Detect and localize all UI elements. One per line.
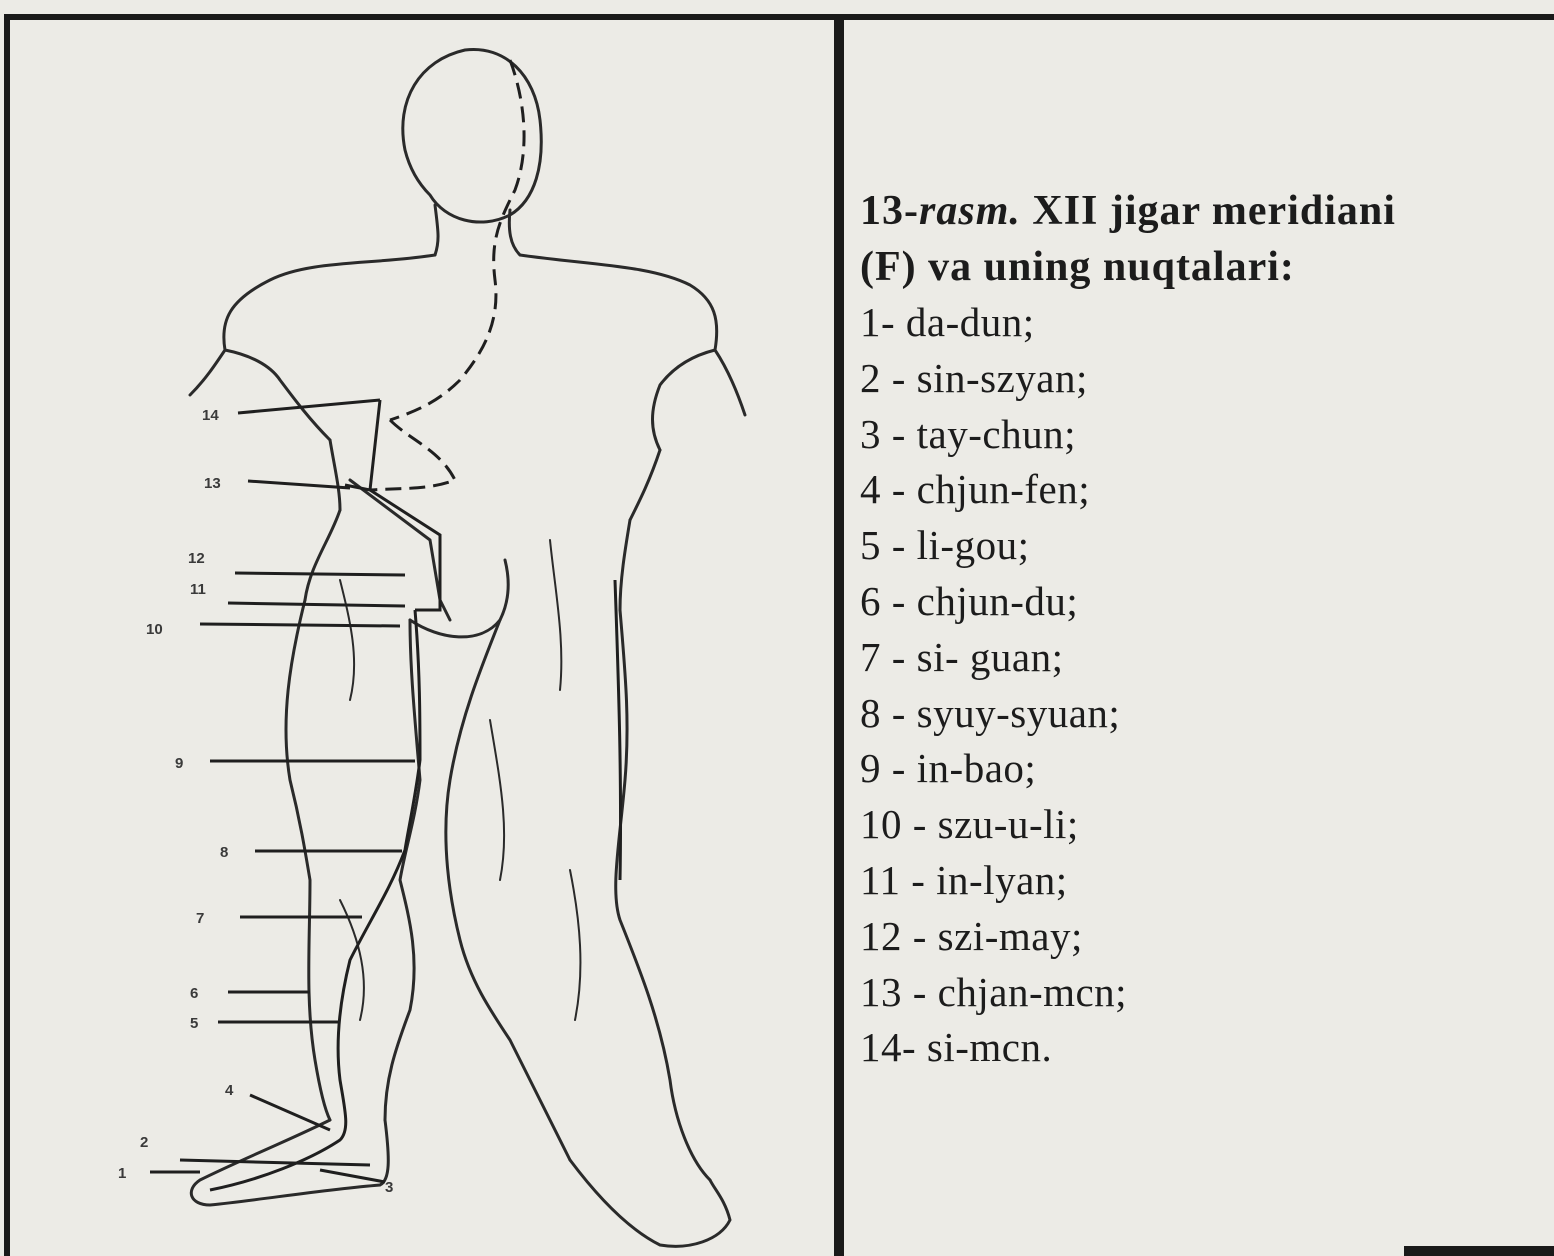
figure-label: 14 (202, 407, 219, 424)
figure-label: 3 (385, 1179, 393, 1196)
list-item: 11 - in-lyan; (860, 853, 1540, 909)
figure-label: 13 (204, 475, 221, 492)
caption-title: 13-rasm. XII jigar meridiani (860, 183, 1540, 239)
point-list: 1- da-dun; 2 - sin-szyan; 3 - tay-chun; … (860, 295, 1540, 1076)
figure-label: 12 (188, 550, 205, 567)
list-item: 6 - chjun-du; (860, 574, 1540, 630)
caption-subtitle: (F) va uning nuqtalari: (860, 239, 1540, 295)
list-item: 8 - syuy-syuan; (860, 686, 1540, 742)
list-item: 12 - szi-may; (860, 909, 1540, 965)
list-item: 4 - chjun-fen; (860, 462, 1540, 518)
list-item: 2 - sin-szyan; (860, 351, 1540, 407)
column-divider (834, 14, 844, 1256)
human-figure-drawing: 14 13 12 11 10 9 8 7 6 5 4 2 1 3 (10, 20, 834, 1256)
meridian-illustration: 14 13 12 11 10 9 8 7 6 5 4 2 1 3 (10, 20, 834, 1256)
figure-label: 7 (196, 910, 204, 927)
figure-label: 10 (146, 621, 163, 638)
figure-label: 9 (175, 755, 183, 772)
list-item: 1- da-dun; (860, 295, 1540, 351)
figure-number: 13- (860, 188, 919, 234)
list-item: 13 - chjan-mcn; (860, 965, 1540, 1021)
list-item: 9 - in-bao; (860, 741, 1540, 797)
figure-label: 6 (190, 985, 198, 1002)
list-item: 7 - si- guan; (860, 630, 1540, 686)
figure-label: 2 (140, 1134, 148, 1151)
page-corner-mark (1404, 1246, 1554, 1256)
figure-caption: 13-rasm. XII jigar meridiani (F) va unin… (860, 183, 1540, 1076)
list-item: 10 - szu-u-li; (860, 797, 1540, 853)
figure-label: 11 (190, 581, 206, 598)
list-item: 14- si-mcn. (860, 1020, 1540, 1076)
list-item: 5 - li-gou; (860, 518, 1540, 574)
figure-label: 4 (225, 1082, 234, 1099)
figure-label: 5 (190, 1015, 198, 1032)
figure-word: rasm. (919, 188, 1021, 234)
figure-label: 1 (118, 1165, 126, 1182)
caption-title-text: XII jigar meridiani (1021, 188, 1396, 234)
figure-label: 8 (220, 844, 228, 861)
list-item: 3 - tay-chun; (860, 407, 1540, 463)
